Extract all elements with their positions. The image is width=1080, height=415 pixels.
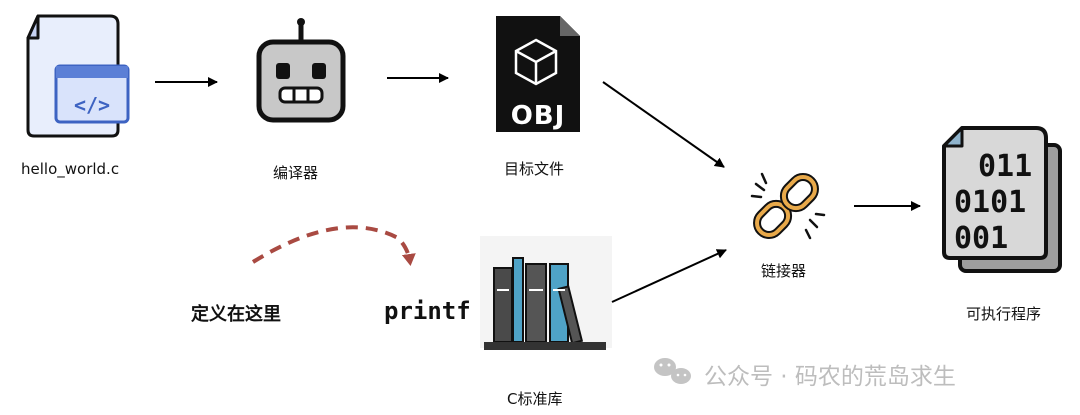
stdlib-label: C标准库	[507, 390, 563, 408]
binary-document-icon: 011 0101 001	[942, 126, 1062, 273]
watermark-text: 公众号 · 码农的荒岛求生	[704, 364, 956, 390]
defined-here-annotation: 定义在这里	[191, 304, 281, 325]
obj-file-icon: OBJ	[496, 16, 580, 132]
source-file-label: hello_world.c	[21, 160, 120, 178]
chain-link-icon	[750, 172, 826, 240]
binary-line-2: 0101	[954, 185, 1026, 220]
dashed-curved-arrow	[251, 225, 416, 266]
object-file-label: 目标文件	[504, 160, 565, 178]
robot-icon	[256, 18, 346, 123]
printf-annotation: printf	[384, 297, 471, 325]
arrow-stdlib-to-linker	[611, 249, 727, 303]
obj-badge-text: OBJ	[511, 101, 566, 131]
linker-label: 链接器	[761, 262, 807, 280]
executable-label: 可执行程序	[966, 305, 1042, 323]
binary-line-3: 001	[954, 221, 1008, 256]
arrow-object-to-linker	[602, 81, 725, 168]
books-icon	[480, 236, 612, 350]
svg-text:</>: </>	[74, 93, 110, 117]
compiler-label: 编译器	[273, 164, 319, 182]
wechat-icon	[654, 358, 691, 384]
binary-line-1: 011	[978, 149, 1032, 184]
code-file-icon: </>	[26, 14, 130, 138]
